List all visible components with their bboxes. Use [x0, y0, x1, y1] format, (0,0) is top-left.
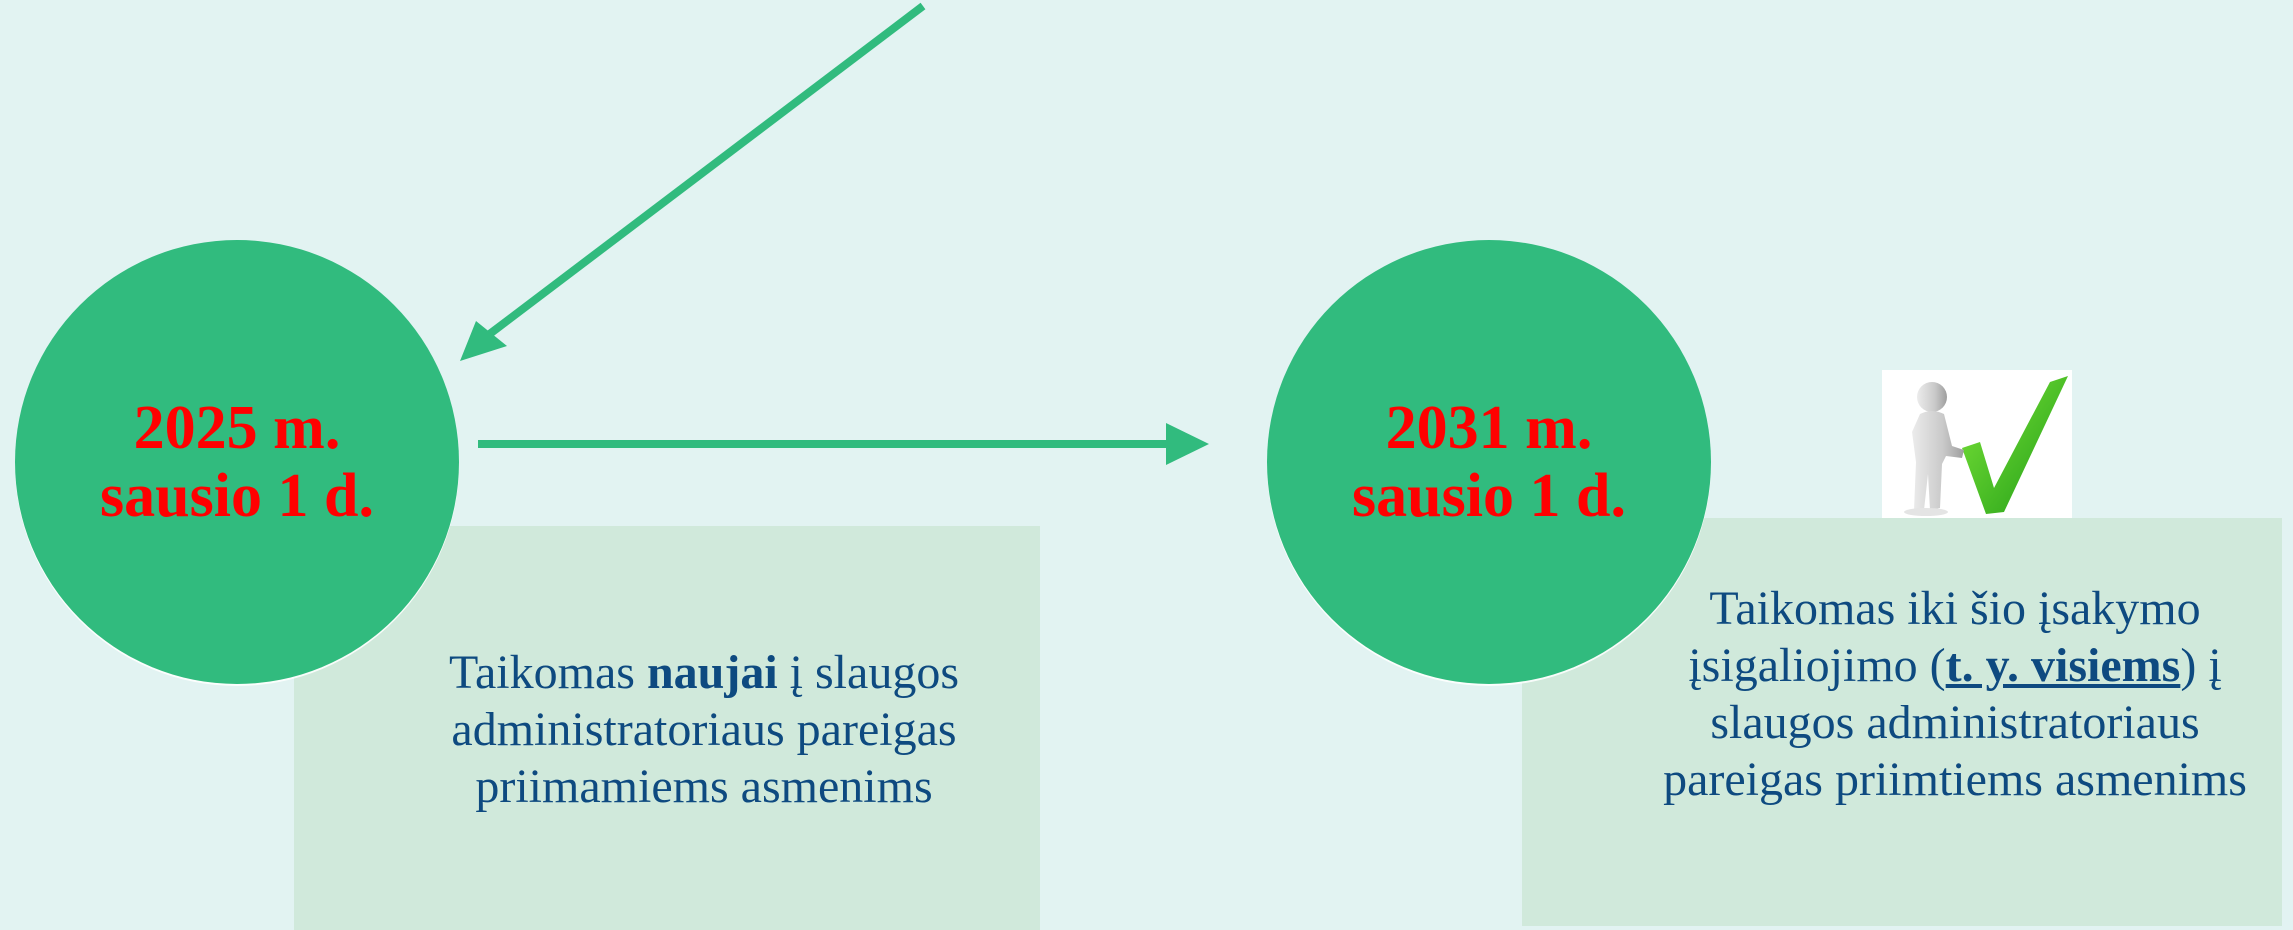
timeline-arrow-icon — [478, 423, 1209, 465]
milestone-2-desc-after: ) į slaugos administratoriaus pareigas p… — [1663, 639, 2247, 806]
milestone-1-box — [294, 526, 1040, 930]
milestone-1-date-circle: 2025 m. sausio 1 d. — [15, 240, 459, 684]
milestone-2-date-day: sausio 1 d. — [1352, 462, 1626, 530]
person-checkmark-icon — [1882, 370, 2072, 518]
milestone-2-date-circle: 2031 m. sausio 1 d. — [1267, 240, 1711, 684]
milestone-1-desc-before: Taikomas — [449, 646, 647, 699]
milestone-1-date-day: sausio 1 d. — [100, 462, 374, 530]
milestone-1-desc-after: į slaugos administratoriaus pareigas pri… — [451, 646, 959, 813]
milestone-2-date-year: 2031 m. — [1385, 394, 1593, 462]
milestone-2-desc-emphasis: t. y. visiems — [1945, 639, 2181, 692]
milestone-2-description: Taikomas iki šio įsakymo įsigaliojimo (t… — [1640, 580, 2270, 808]
incoming-arrow-icon — [460, 2, 926, 361]
milestone-2-desc-before: Taikomas iki šio įsakymo įsigaliojimo ( — [1688, 582, 2201, 692]
milestone-1-date-year: 2025 m. — [133, 394, 341, 462]
milestone-1-desc-emphasis: naujai — [646, 646, 778, 699]
milestone-1-description: Taikomas naujai į slaugos administratori… — [394, 644, 1014, 815]
